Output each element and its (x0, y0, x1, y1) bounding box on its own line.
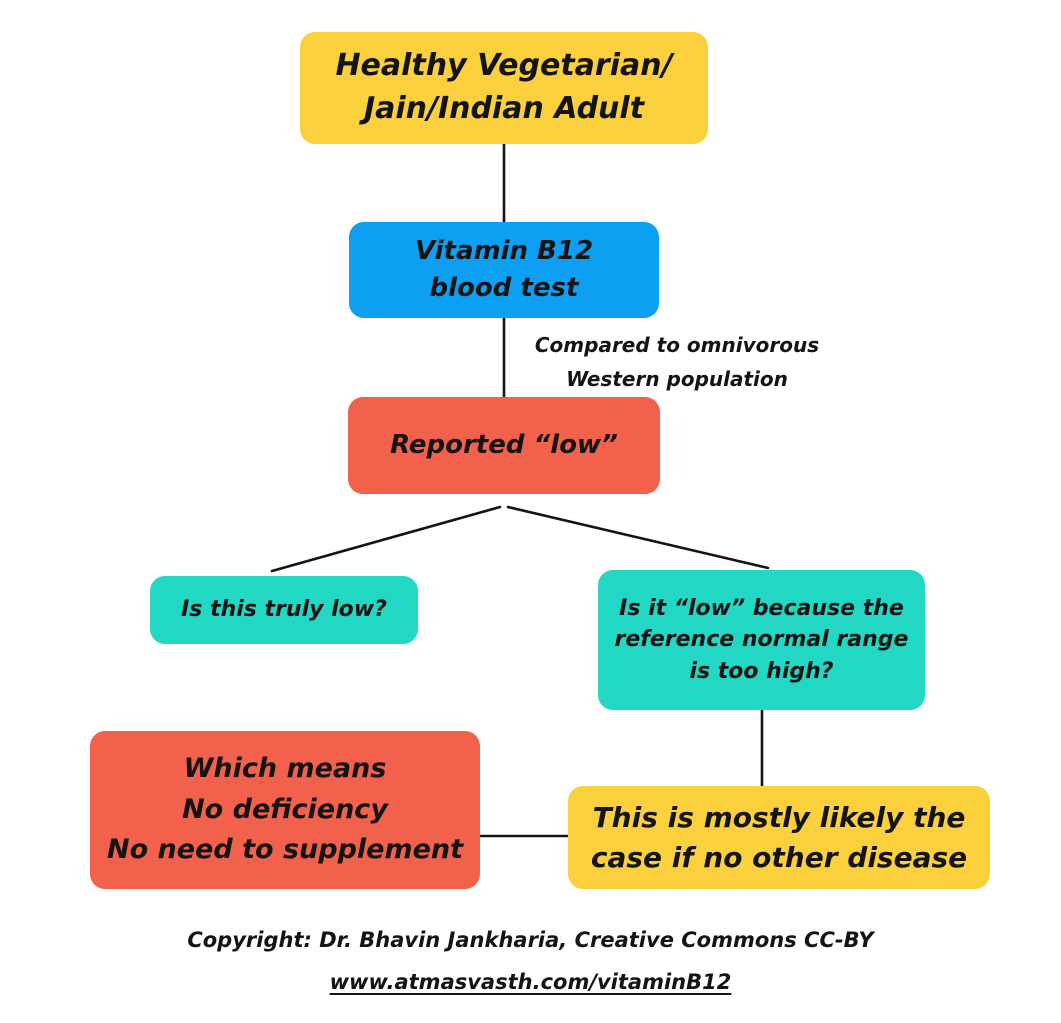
node-b12-blood-test: Vitamin B12 blood test (349, 222, 659, 318)
node-reference-range-too-high: Is it “low” because the reference normal… (598, 570, 925, 710)
node-reported-low: Reported “low” (348, 397, 660, 494)
line-reported-to-trulylow (270, 505, 502, 573)
website-link[interactable]: www.atmasvasth.com/vitaminB12 (329, 970, 732, 994)
node-healthy-adult: Healthy Vegetarian/ Jain/Indian Adult (300, 32, 708, 144)
node-mostly-likely-case: This is mostly likely the case if no oth… (568, 786, 990, 889)
node-is-this-truly-low: Is this truly low? (150, 576, 418, 644)
comparison-annotation: Compared to omnivorous Western populatio… (534, 333, 820, 391)
copyright-text: Copyright: Dr. Bhavin Jankharia, Creativ… (187, 928, 874, 952)
node-no-deficiency: Which means No deficiency No need to sup… (90, 731, 480, 889)
line-reported-to-reference (506, 505, 770, 570)
